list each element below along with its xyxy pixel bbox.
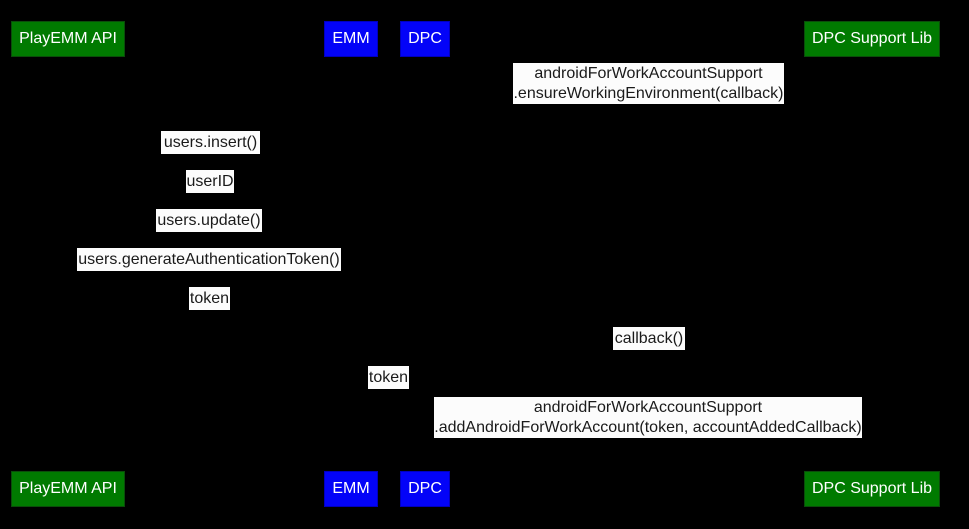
actor-emm-bottom: EMM [324, 471, 378, 507]
actor-dpc-bottom: DPC [400, 471, 450, 507]
message-callback: callback() [613, 327, 685, 350]
message-users-update: users.update() [156, 209, 262, 232]
actor-dpc-support-lib-top: DPC Support Lib [804, 21, 940, 57]
message-users-insert: users.insert() [161, 131, 260, 154]
actor-dpc-top: DPC [400, 21, 450, 57]
message-ensure-working-environment: androidForWorkAccountSupport .ensureWork… [513, 63, 784, 104]
actor-playemm-api-top: PlayEMM API [11, 21, 125, 57]
actor-dpc-support-lib-bottom: DPC Support Lib [804, 471, 940, 507]
message-generate-authentication-token: users.generateAuthenticationToken() [77, 248, 341, 271]
message-add-android-for-work-account: androidForWorkAccountSupport .addAndroid… [434, 397, 862, 438]
actor-emm-top: EMM [324, 21, 378, 57]
message-userid: userID [186, 170, 234, 193]
message-token-to-emm: token [189, 287, 230, 310]
actor-playemm-api-bottom: PlayEMM API [11, 471, 125, 507]
message-token-to-dpc: token [368, 366, 409, 389]
